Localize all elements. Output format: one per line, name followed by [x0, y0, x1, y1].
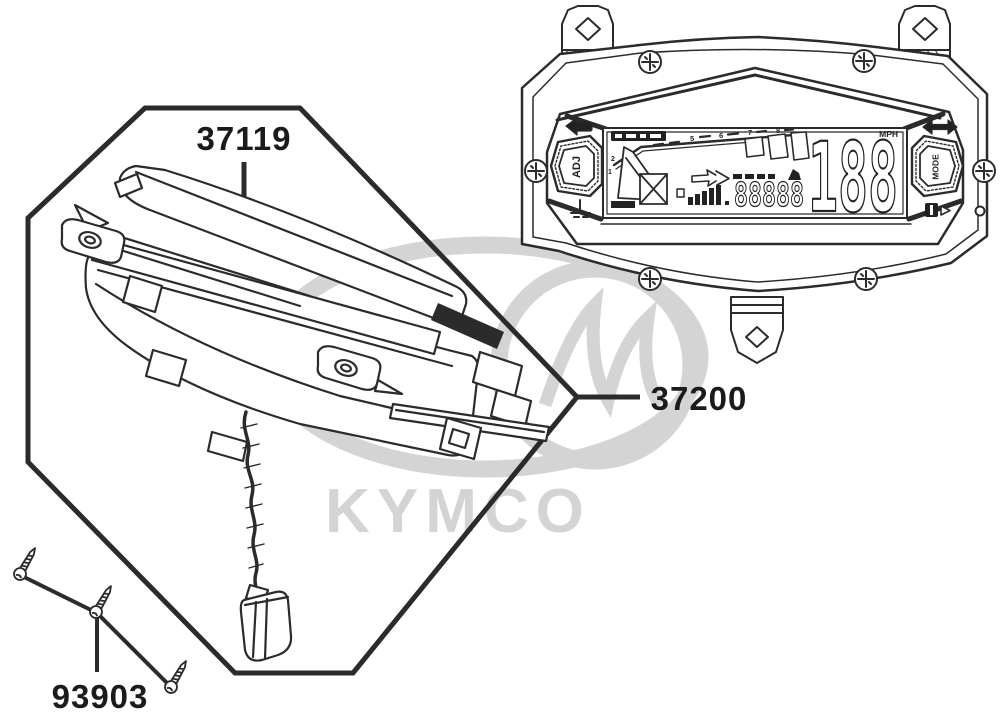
screw-group-93903 — [13, 547, 187, 694]
speed-value: 188 — [808, 122, 898, 234]
lcd-clock-segment-box — [611, 131, 666, 141]
watermark-wordmark: KYMCO — [325, 477, 591, 546]
watermark-emblem-swoosh — [538, 287, 666, 418]
kymco-watermark: KYMCO — [261, 236, 709, 546]
top-cover-37119 — [118, 164, 468, 325]
rider-mini-icon — [788, 169, 801, 180]
dual-arrow-icon — [922, 119, 958, 135]
speedo-cable — [240, 410, 265, 599]
fuel-bar-gauge — [676, 185, 729, 205]
bracket-strip-line — [394, 408, 546, 434]
mount-tab-center-hole-inner — [340, 363, 352, 373]
phillips-screw-top-right — [852, 49, 876, 73]
cable-twist-ticks — [240, 423, 265, 569]
meter-assembly — [60, 164, 551, 662]
phillips-screw-top-left — [638, 50, 662, 74]
turn-indicator-icon — [565, 117, 593, 136]
odo-mini-labels — [733, 169, 801, 180]
mode-button: MODE — [910, 134, 965, 198]
tach-number-5: 5 — [690, 134, 694, 143]
speed-unit: MPH — [879, 129, 898, 139]
pilot-hole — [974, 205, 986, 217]
bracket-holder-hole — [447, 427, 471, 450]
cable-connector — [239, 583, 293, 662]
frame-octagon — [25, 105, 581, 676]
part-label-37200: 37200 — [650, 380, 748, 417]
mount-ear-left-diamond-hole — [575, 17, 601, 41]
top-cover-notch — [113, 172, 144, 199]
case-tab-lower — [144, 348, 188, 388]
phillips-screws — [524, 49, 996, 291]
tapping-screw-1 — [13, 547, 36, 581]
mode-button-label: MODE — [930, 154, 940, 180]
mount-arm-line2 — [112, 246, 302, 308]
case-tab-bottom — [206, 430, 249, 463]
case-tab-upper — [121, 274, 164, 314]
mount-tab-center-tail — [373, 378, 404, 396]
adj-button: ADJ — [549, 134, 604, 198]
part-label-93903: 93903 — [51, 678, 149, 715]
tapping-screw-3 — [164, 660, 187, 694]
tach-number-7: 7 — [748, 128, 752, 137]
mount-tab-left-hole-inner — [84, 235, 96, 245]
speed-flag-icon — [617, 146, 668, 205]
phillips-screw-bottom-right — [854, 267, 878, 291]
top-cover-edge-line — [134, 170, 454, 298]
adj-button-label: ADJ — [571, 156, 583, 178]
temp-icon — [570, 199, 591, 218]
lcd-content: 2 1 5 6 7 8 — [608, 121, 899, 235]
lens-dark-wedge — [431, 303, 504, 349]
tapping-screw-2 — [89, 585, 112, 619]
leader-line-93903 — [21, 574, 174, 690]
speedometer-front-view: 2 1 5 6 7 8 — [520, 5, 996, 364]
tach-number-6: 6 — [719, 131, 723, 140]
phillips-screw-bottom-left — [638, 267, 662, 291]
lcd-dist-label — [611, 201, 635, 208]
phillips-screw-left — [524, 159, 548, 183]
mount-ear-right — [898, 5, 951, 58]
lcd-arrow-icon — [691, 169, 730, 187]
tach-number-2: 2 — [611, 156, 615, 163]
speedo-inner-shell — [532, 48, 979, 283]
tach-dash-ticks — [652, 128, 795, 147]
tach-number-1: 1 — [608, 169, 612, 176]
phillips-screw-right — [972, 159, 996, 183]
mount-tab-bottom-diamond-hole — [745, 326, 769, 348]
part-label-37119: 37119 — [196, 120, 292, 157]
tach-big-segments — [744, 131, 810, 161]
odometer-value: 88888 — [734, 175, 804, 214]
tach-number-8: 8 — [776, 126, 780, 135]
mount-ear-right-diamond-hole — [912, 17, 938, 41]
bracket-strip — [388, 402, 551, 443]
mount-arm-line1 — [116, 234, 312, 298]
fuel-pump-icon — [925, 203, 951, 217]
mount-tab-bottom — [730, 296, 784, 364]
